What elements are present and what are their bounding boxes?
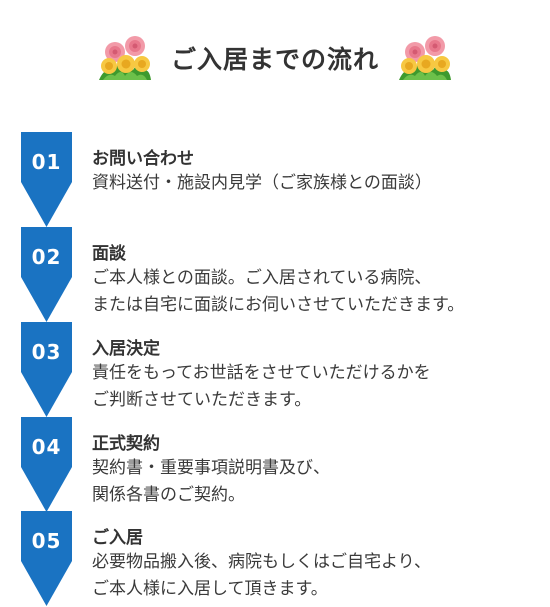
step-title: ご入居 xyxy=(92,528,143,548)
step-number: 01 xyxy=(31,150,62,174)
step-description: 契約書・重要事項説明書及び、 関係各書のご契約。 xyxy=(92,455,330,509)
step-05: 05 ご入居 必要物品搬入後、病院もしくはご自宅より、 ご本人様に入居して頂きま… xyxy=(0,511,550,607)
step-description-line: 必要物品搬入後、病院もしくはご自宅より、 xyxy=(92,552,431,572)
step-description-line: 契約書・重要事項説明書及び、 xyxy=(92,458,330,478)
step-description-line: ご本人様との面談。ご入居されている病院、 xyxy=(92,268,432,288)
step-number: 02 xyxy=(31,245,62,269)
step-02: 02 面談 ご本人様との面談。ご入居されている病院、 または自宅に面談にお伺いさ… xyxy=(0,227,550,323)
step-description-line: 責任をもってお世話をさせていただけるかを xyxy=(92,363,431,383)
step-number: 04 xyxy=(31,435,62,459)
step-description: 責任をもってお世話をさせていただけるかを ご判断させていただきます。 xyxy=(92,360,431,414)
step-04: 04 正式契約 契約書・重要事項説明書及び、 関係各書のご契約。 xyxy=(0,417,550,513)
step-arrow-badge xyxy=(21,322,72,417)
step-number: 05 xyxy=(31,529,62,553)
step-title: お問い合わせ xyxy=(92,149,194,169)
step-description-line: または自宅に面談にお伺いさせていただきます。 xyxy=(92,295,465,315)
step-title: 面談 xyxy=(92,244,126,264)
step-description: ご本人様との面談。ご入居されている病院、 または自宅に面談にお伺いさせていただき… xyxy=(92,265,464,319)
step-arrow-badge xyxy=(21,511,72,606)
step-description: 必要物品搬入後、病院もしくはご自宅より、 ご本人様に入居して頂きます。 xyxy=(92,549,431,603)
step-arrow-badge xyxy=(21,227,72,322)
step-description-line: 関係各書のご契約。 xyxy=(92,485,245,505)
step-arrow-badge xyxy=(21,132,72,227)
page-title: ご入居までの流れ xyxy=(170,45,379,74)
step-description: 資料送付・施設内見学（ご家族様との面談） xyxy=(92,170,432,197)
flower-bouquet-icon xyxy=(98,36,151,80)
step-arrow-badge xyxy=(21,417,72,512)
step-title: 入居決定 xyxy=(92,339,160,359)
step-description-line: ご判断させていただきます。 xyxy=(92,390,312,410)
step-title: 正式契約 xyxy=(92,434,160,454)
step-description-line: 資料送付・施設内見学（ご家族様との面談） xyxy=(92,173,432,193)
step-01: 01 お問い合わせ 資料送付・施設内見学（ご家族様との面談） xyxy=(0,132,550,228)
step-03: 03 入居決定 責任をもってお世話をさせていただけるかを ご判断させていただきま… xyxy=(0,322,550,418)
page-header: ご入居までの流れ xyxy=(0,30,550,86)
step-description-line: ご本人様に入居して頂きます。 xyxy=(92,579,328,599)
flower-bouquet-icon xyxy=(399,36,451,80)
step-number: 03 xyxy=(31,340,62,364)
